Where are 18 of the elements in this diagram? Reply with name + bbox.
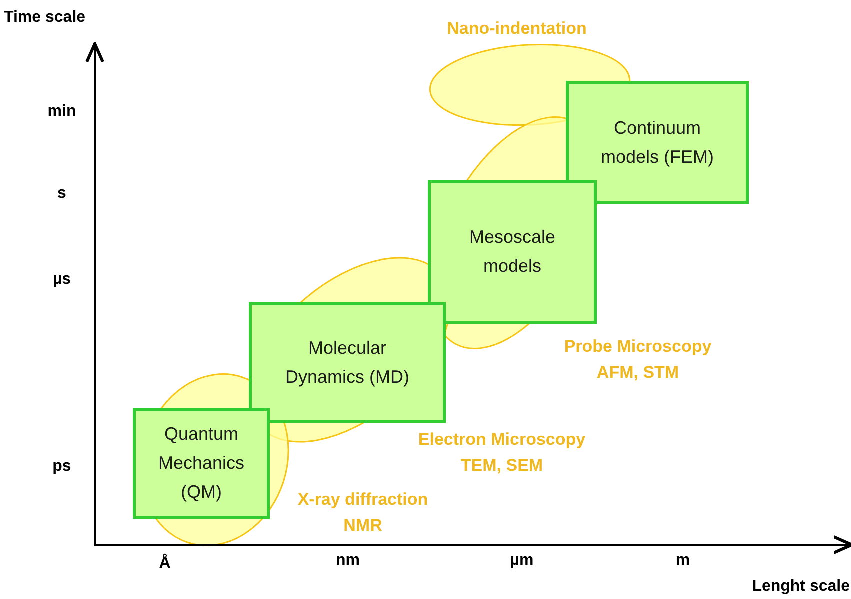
tick-label: µm [509,551,535,571]
tick-label: µs [52,270,72,290]
technique-label: Nano-indentation [446,18,588,40]
axis-title: Time scale [4,8,87,28]
tick-label: min [46,102,78,122]
model-box: Continuum models (FEM) [566,81,749,204]
tick-label: nm [335,551,361,571]
model-box: Molecular Dynamics (MD) [249,302,446,423]
tick-label: Å [158,552,172,574]
technique-label: Electron Microscopy TEM, SEM [417,429,587,477]
tick-label: ps [52,457,72,477]
model-box: Quantum Mechanics (QM) [133,408,270,519]
axis-title: Lenght scale [751,577,850,597]
tick-label: s [56,184,68,204]
technique-label: X-ray diffraction NMR [296,489,430,537]
model-box: Mesoscale models [428,180,597,324]
tick-label: m [674,551,692,571]
technique-label: Probe Microscopy AFM, STM [563,336,713,384]
